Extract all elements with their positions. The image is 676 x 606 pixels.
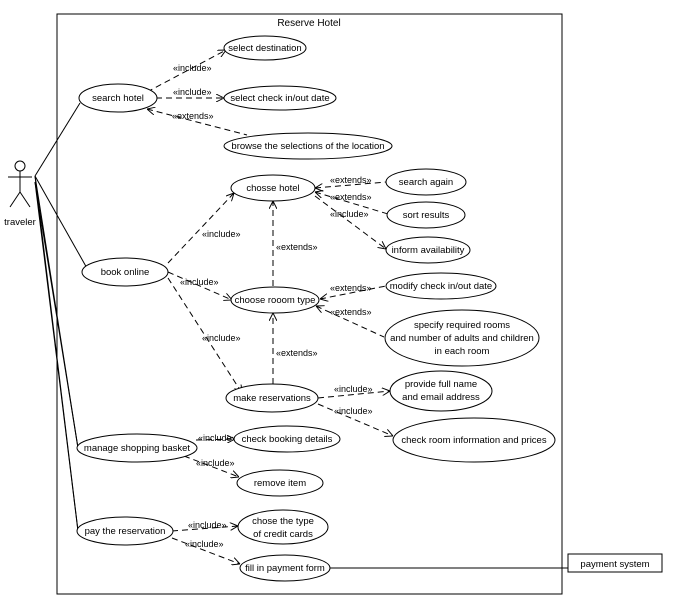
include-label: «include»	[198, 433, 237, 443]
include-label: «include»	[173, 63, 212, 73]
svg-text:modify check in/out date: modify check in/out date	[390, 281, 492, 292]
use-case-specify-required-rooms: specify required rooms and number of adu…	[384, 309, 540, 367]
use-case-sort-results: sort results	[386, 201, 466, 229]
system-title: Reserve Hotel	[277, 18, 340, 29]
extends-label: «extends»	[172, 111, 214, 121]
svg-text:chose the type: chose the type	[252, 516, 314, 527]
svg-text:choose rooom type: choose rooom type	[235, 295, 316, 306]
extends-label: «extends»	[330, 307, 372, 317]
svg-text:select check in/out date: select check in/out date	[230, 93, 329, 104]
use-case-choose-room-type: choose rooom type	[230, 286, 320, 314]
payment-system-label: payment system	[580, 559, 649, 570]
include-label: «include»	[202, 229, 241, 239]
use-case-manage-shopping-basket: manage shopping basket	[76, 433, 198, 463]
include-label: «include»	[180, 277, 219, 287]
use-case-select-check-in-out-date: select check in/out date	[223, 85, 337, 111]
use-case-modify-check-in-out-date: modify check in/out date	[385, 272, 497, 300]
use-case-remove-item: remove item	[236, 469, 324, 497]
include-label: «include»	[334, 406, 373, 416]
svg-text:search again: search again	[399, 177, 453, 188]
system-boundary	[56, 13, 563, 595]
use-case-check-room-information: check room information and prices	[392, 417, 556, 463]
svg-text:and number of adults and child: and number of adults and children	[390, 333, 534, 344]
svg-text:fill in payment form: fill in payment form	[245, 563, 325, 574]
relationship-labels: «include» «include» «extends» «include» …	[172, 63, 373, 549]
svg-text:browse the selections of the l: browse the selections of the location	[231, 141, 384, 152]
extends-label: «extends»	[276, 242, 318, 252]
svg-text:sort results: sort results	[403, 210, 450, 221]
use-case-fill-in-payment-form: fill in payment form	[239, 554, 331, 582]
use-case-search-hotel: search hotel	[78, 83, 158, 113]
svg-text:of credit cards: of credit cards	[253, 529, 313, 540]
extends-label: «extends»	[330, 175, 372, 185]
svg-text:inform availability: inform availability	[392, 245, 465, 256]
svg-text:in each room: in each room	[435, 346, 490, 357]
svg-text:check booking details: check booking details	[242, 434, 333, 445]
use-case-select-destination: select destination	[223, 35, 307, 61]
extends-label: «extends»	[276, 348, 318, 358]
traveler-label: traveler	[4, 217, 36, 228]
svg-text:provide full name: provide full name	[405, 379, 477, 390]
use-case-inform-availability: inform availability	[385, 236, 471, 264]
svg-text:make reservations: make reservations	[233, 393, 311, 404]
include-label: «include»	[173, 87, 212, 97]
svg-text:remove item: remove item	[254, 478, 306, 489]
svg-text:manage shopping basket: manage shopping basket	[84, 443, 191, 454]
actor-associations	[34, 102, 568, 569]
extends-label: «extends»	[330, 192, 372, 202]
include-label: «include»	[334, 384, 373, 394]
use-case-credit-card-type: chose the type of credit cards	[237, 509, 329, 545]
relationships	[147, 50, 393, 564]
use-case-pay-the-reservation: pay the reservation	[76, 516, 174, 546]
svg-text:pay the reservation: pay the reservation	[85, 526, 166, 537]
payment-system-actor: payment system	[567, 553, 663, 573]
svg-text:book online: book online	[101, 267, 150, 278]
include-label: «include»	[330, 209, 369, 219]
svg-text:and email address: and email address	[402, 392, 480, 403]
include-label: «include»	[185, 539, 224, 549]
use-case-provide-full-name: provide full name and email address	[389, 370, 493, 412]
use-case-book-online: book online	[81, 257, 169, 287]
use-case-search-again: search again	[385, 168, 467, 196]
use-case-make-reservations: make reservations	[225, 383, 319, 413]
include-label: «include»	[202, 333, 241, 343]
use-case-choose-hotel: chosse hotel	[230, 174, 316, 202]
svg-text:specify required rooms: specify required rooms	[414, 320, 510, 331]
use-case-check-booking-details: check booking details	[233, 425, 341, 453]
svg-text:chosse hotel: chosse hotel	[246, 183, 299, 194]
svg-text:search hotel: search hotel	[92, 93, 144, 104]
actor-head	[14, 160, 26, 172]
traveler-actor: traveler	[4, 160, 36, 228]
svg-text:check room information and pri: check room information and prices	[401, 435, 546, 446]
use-case-browse-selections: browse the selections of the location	[223, 132, 393, 160]
include-label: «include»	[188, 520, 227, 530]
include-label: «include»	[196, 458, 235, 468]
extends-label: «extends»	[330, 283, 372, 293]
svg-text:select destination: select destination	[228, 43, 301, 54]
